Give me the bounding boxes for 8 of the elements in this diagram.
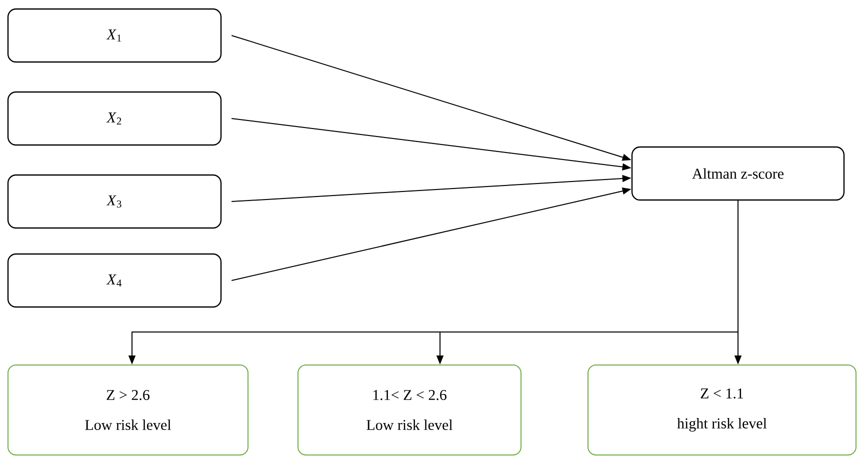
input-box: X$_{3}$ [7, 174, 222, 229]
input-box: X$_{2}$ [7, 91, 222, 146]
result-box: Z > 2.6 Low risk level [8, 364, 248, 456]
input-box: X$_{1}$ [7, 8, 222, 63]
result-box: 1.1< Z < 2.6 Low risk level [298, 364, 522, 456]
result-box: Z < 1.1 hight risk level [588, 364, 856, 456]
process-box: Altman z-score [631, 146, 845, 201]
input-box: X$_{4}$ [7, 253, 222, 308]
